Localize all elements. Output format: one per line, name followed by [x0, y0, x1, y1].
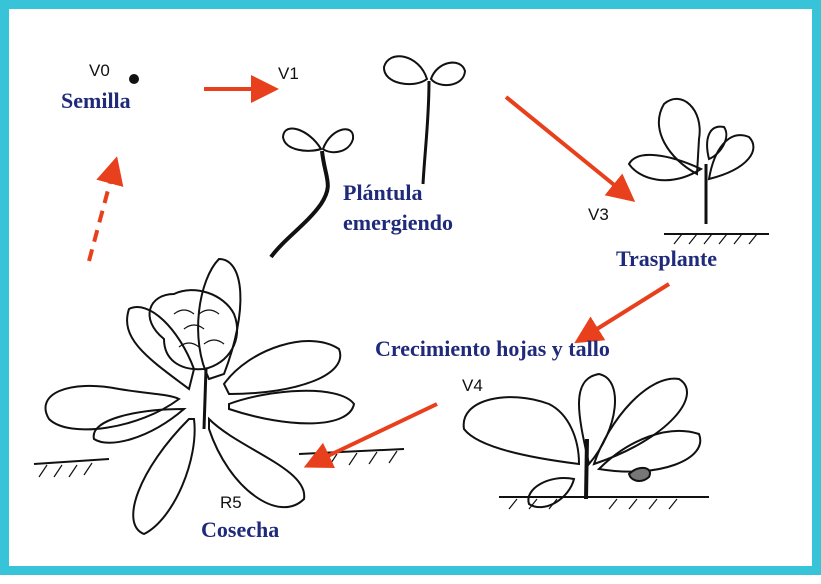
stage-label-semilla: Semilla — [61, 87, 131, 114]
growing-plant-icon — [464, 374, 709, 509]
transplant-plant-icon — [629, 99, 769, 244]
stage-label-cosecha: Cosecha — [201, 516, 279, 543]
arrow-icon — [89, 89, 669, 464]
seed-icon — [129, 74, 139, 84]
life-cycle-drawing — [9, 9, 821, 584]
seedling-icon — [271, 128, 353, 257]
stage-label-crecimiento: Crecimiento hojas y tallo — [375, 335, 610, 362]
stage-code-v1: V1 — [278, 64, 299, 84]
stage-code-v3: V3 — [588, 205, 609, 225]
stage-code-v4: V4 — [462, 376, 483, 396]
stage-code-r5: R5 — [220, 493, 242, 513]
stage-label-plantula-line2: emergiendo — [343, 209, 453, 236]
stage-code-v0: V0 — [89, 61, 110, 81]
stage-label-trasplante: Trasplante — [616, 245, 717, 272]
seedling-tall-icon — [384, 56, 465, 184]
stage-label-plantula-line1: Plántula — [343, 179, 422, 206]
cabbage-harvest-icon — [34, 259, 404, 534]
